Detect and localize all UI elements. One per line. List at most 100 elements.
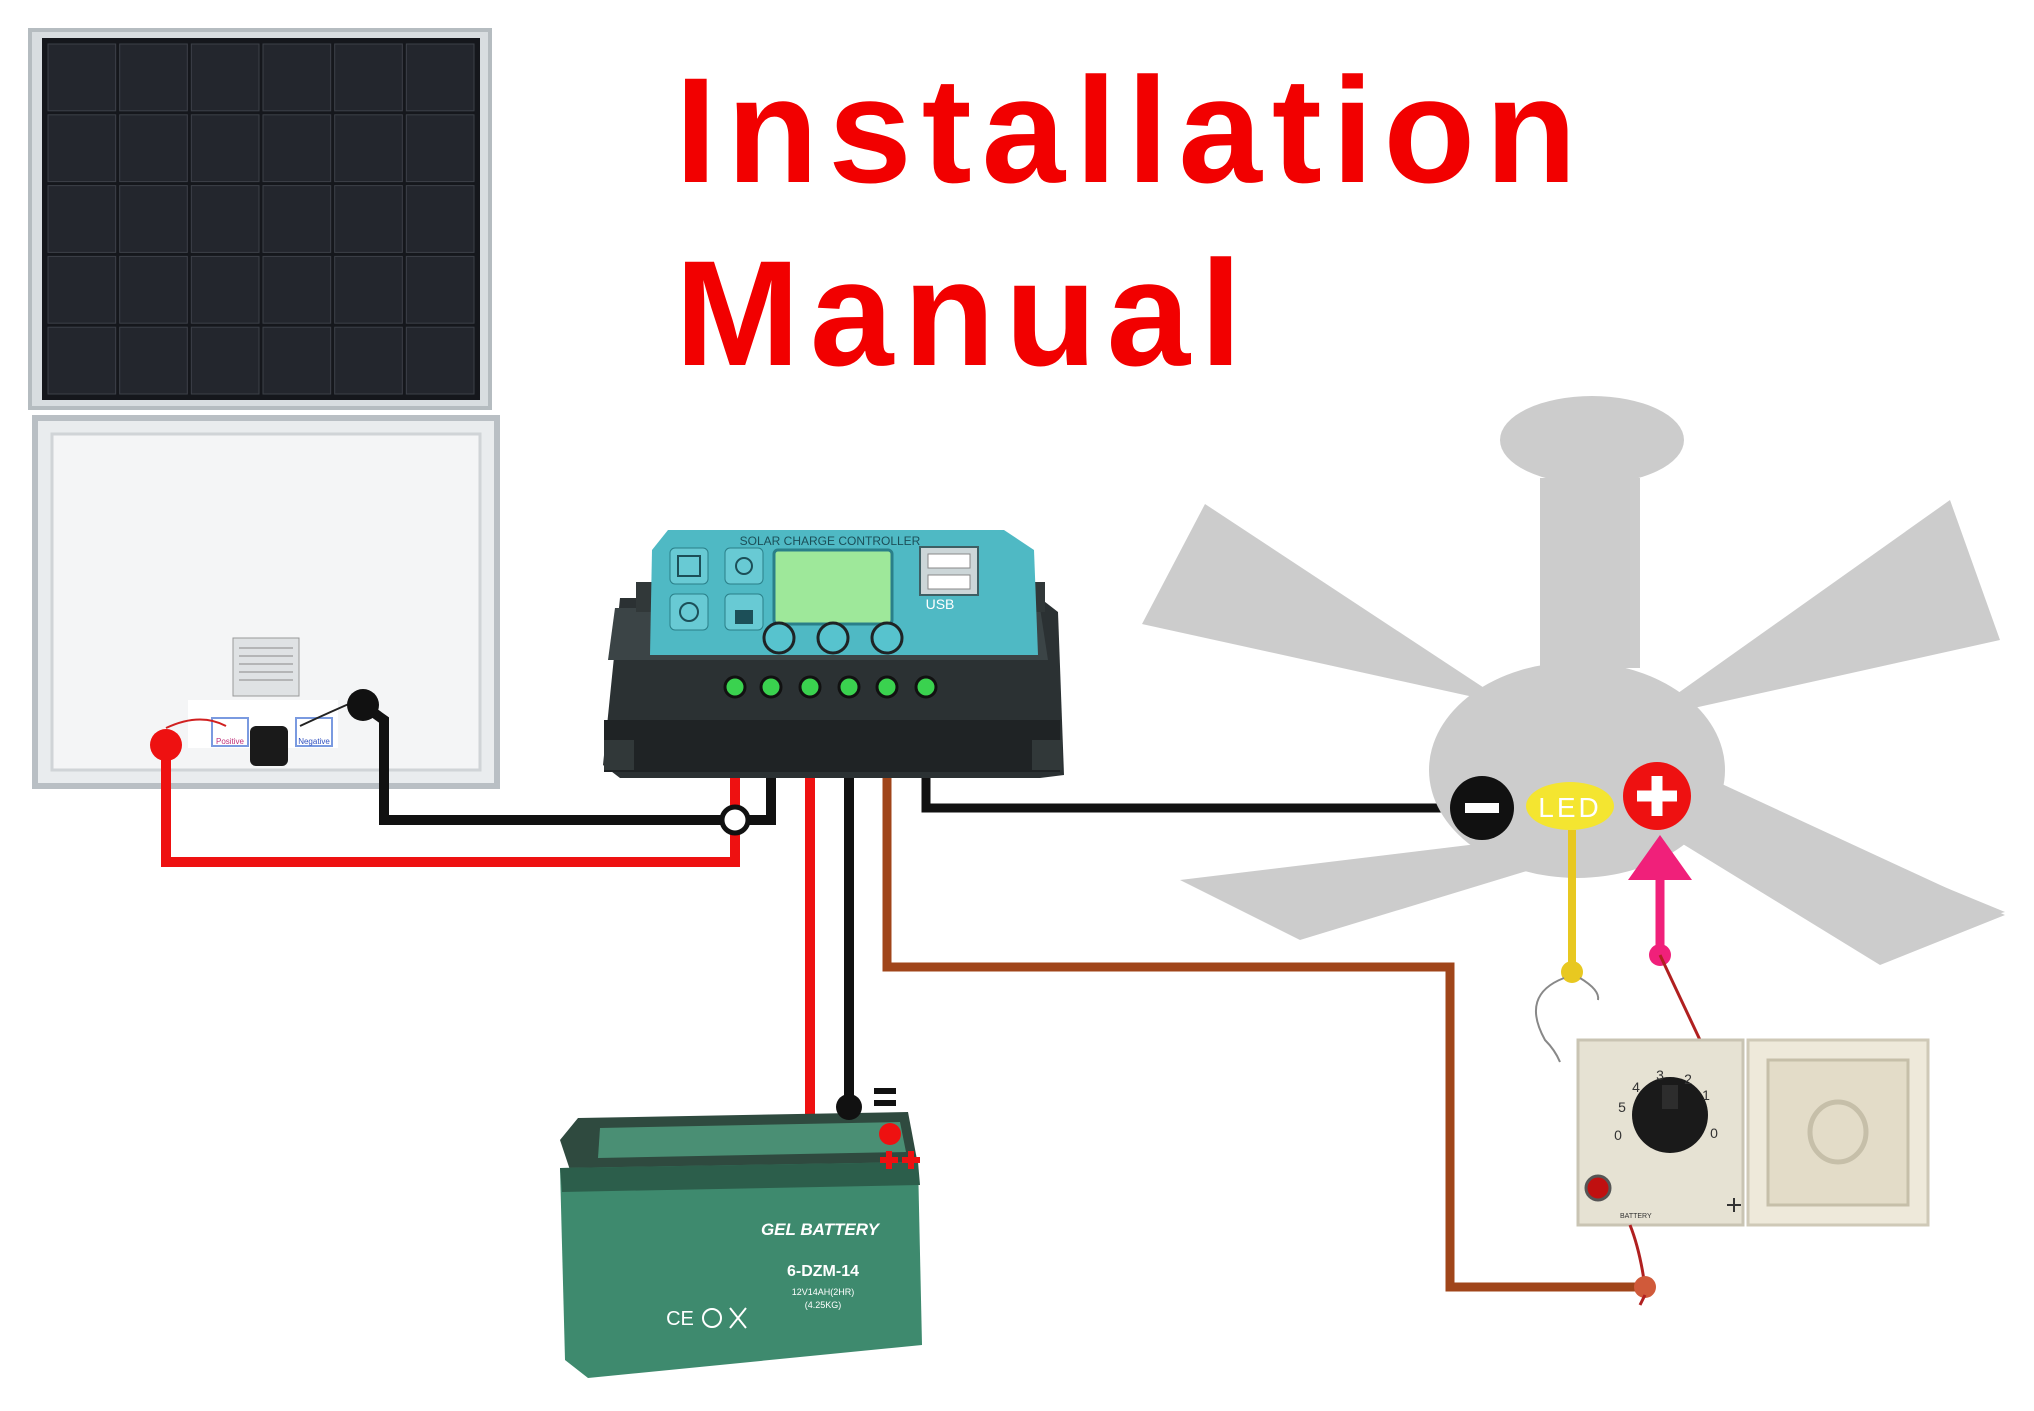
solar-cell (190, 326, 260, 395)
battery-case (560, 1162, 922, 1378)
led-wire-joint (1561, 961, 1583, 983)
solar-cell (119, 185, 188, 253)
controller-button-3[interactable] (870, 621, 904, 655)
led-label: LED (1538, 792, 1601, 823)
solar-cell (190, 255, 260, 324)
solar-cell (405, 114, 475, 183)
solar-cell (47, 185, 117, 253)
controller-icon-tile (669, 547, 709, 585)
solar-cell (262, 255, 332, 324)
gel-battery: GEL BATTERY 6-DZM-14 12V14AH(2HR) (4.25K… (560, 1088, 922, 1378)
mounting-tab (604, 740, 634, 770)
speed-dial[interactable] (1632, 1077, 1708, 1153)
terminal-block (723, 675, 938, 699)
solar-cell (334, 43, 403, 112)
controller-header: SOLAR CHARGE CONTROLLER (740, 534, 921, 548)
power-indicator-icon (1584, 1174, 1612, 1202)
fan-downrod (1540, 478, 1640, 668)
solar-cell (262, 326, 332, 395)
solar-cell (262, 185, 332, 253)
charge-controller: SOLAR CHARGE CONTROLLER USB (603, 530, 1064, 778)
minus-icon (1465, 803, 1499, 813)
wire-junction (719, 804, 751, 836)
lcd-display (772, 548, 894, 626)
solar-cell (47, 255, 117, 324)
panel-spec-label (232, 637, 300, 697)
terminal-battery-positive (798, 675, 822, 699)
terminal-panel-positive (723, 675, 747, 699)
solar-cell (47, 43, 117, 112)
led-terminal (1526, 782, 1614, 830)
terminal-panel-negative (759, 675, 783, 699)
battery-model: 6-DZM-14 (787, 1263, 859, 1280)
terminal-battery-negative (837, 675, 861, 699)
solar-cell (47, 326, 117, 395)
lock-icon (735, 610, 753, 624)
solar-cell (190, 185, 260, 253)
solar-panel-back: Positive Negative (32, 415, 500, 789)
title-manual: Manual (675, 229, 1252, 397)
title-installation: Installation (675, 46, 1587, 214)
solar-cells (47, 43, 475, 395)
solar-cell (334, 185, 403, 253)
fan-blade (1640, 500, 2000, 720)
dial-number: 2 (1684, 1071, 1692, 1087)
battery-lid (598, 1122, 906, 1158)
terminal-load-negative (914, 675, 938, 699)
fan-blade (1660, 760, 2005, 965)
battery-negative-terminal (836, 1094, 862, 1120)
switch-lead (1535, 977, 1565, 1063)
clock-icon-tile (669, 593, 709, 631)
solar-cell (262, 114, 332, 183)
junction-box (250, 726, 288, 766)
load-positive-joint (1634, 1276, 1656, 1298)
terminal-load-positive (875, 675, 899, 699)
plus-icon (1637, 776, 1677, 816)
switch-lead (1658, 954, 1702, 1041)
switch-battery-label: BATTERY (1620, 1213, 1652, 1220)
solar-cell (119, 114, 188, 183)
solar-cell (405, 255, 475, 324)
load-positive-wire (882, 690, 1645, 1292)
dial-number: 0 (1614, 1127, 1622, 1143)
battery-spec: 12V14AH(2HR) (792, 1287, 855, 1297)
dial-number: 5 (1618, 1099, 1626, 1115)
panel-negative-terminal (347, 689, 379, 721)
solar-panel-front (28, 28, 492, 410)
fan-blade (1142, 504, 1510, 705)
panel-negative-text: Negative (298, 737, 330, 746)
fan-motor-housing (1429, 662, 1725, 878)
fan-blade (1180, 840, 1530, 940)
solar-cell (334, 114, 403, 183)
dial-number: 0 (1710, 1125, 1718, 1141)
battery-weight: (4.25KG) (805, 1300, 842, 1310)
settings-icon-tile (724, 547, 764, 585)
dial-number: 1 (1702, 1087, 1710, 1103)
arrow-up-icon (1628, 835, 1692, 880)
clock-icon (679, 602, 699, 622)
battery-positive-terminal (879, 1123, 901, 1145)
controller-button-2[interactable] (816, 621, 850, 655)
recycle-icon (702, 1308, 722, 1328)
solar-cell (334, 255, 403, 324)
solar-cell (405, 43, 475, 112)
plus-mark-icon (1727, 1198, 1741, 1212)
solar-cell (405, 185, 475, 253)
dial-number: 3 (1656, 1067, 1664, 1083)
panel-negative-wire (360, 690, 776, 825)
minus-mark-icon (874, 1088, 896, 1094)
solar-cell (190, 43, 260, 112)
speed-switch: 0 5 4 3 2 1 0 BATTERY (1576, 1038, 1930, 1227)
solar-cell (262, 43, 332, 112)
controller-button-1[interactable] (762, 621, 796, 655)
fan-canopy (1500, 396, 1684, 484)
solar-cell (334, 326, 403, 395)
plus-marks-icon (880, 1151, 920, 1169)
solar-cell (119, 326, 188, 395)
solar-cell (405, 326, 475, 395)
panel-positive-text: Positive (216, 737, 245, 746)
switch-lead (1579, 977, 1600, 1001)
solar-cell (119, 255, 188, 324)
panel-negative-sticker (295, 717, 333, 747)
